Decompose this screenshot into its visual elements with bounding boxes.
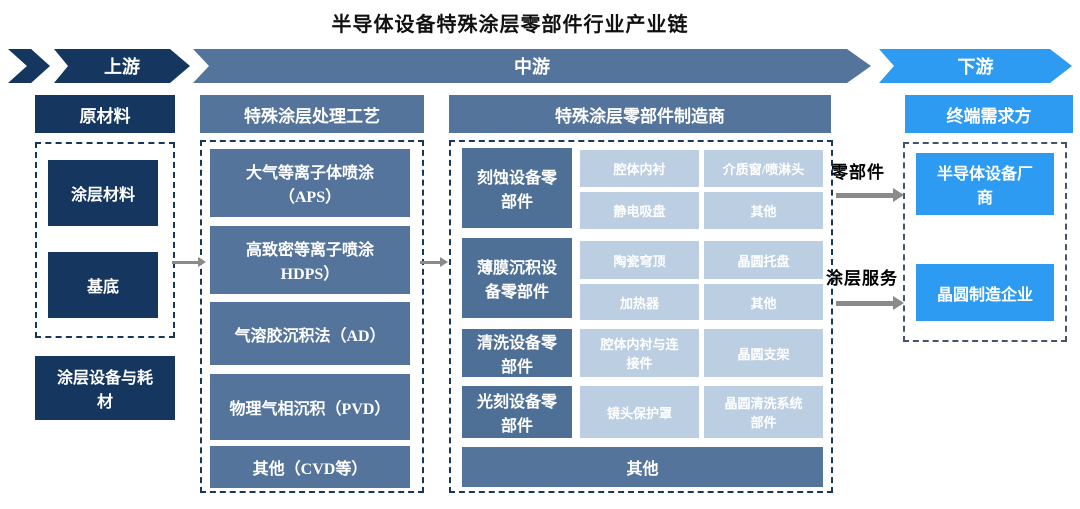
box-semiconductor-equipment-maker: 半导体设备厂 商	[916, 153, 1054, 215]
page-title: 半导体设备特殊涂层零部件行业产业链	[331, 14, 689, 36]
upstream-chevron-icon	[8, 49, 50, 83]
banner-upstream: 上游	[54, 49, 190, 83]
box-process-pvd: 物理气相沉积（PVD）	[210, 374, 410, 440]
box-manufacturers-other: 其他	[462, 447, 823, 487]
cell-wafer-tray: 晶圆托盘	[704, 241, 823, 279]
box-process-ad: 气溶胶沉积法（AD）	[210, 302, 410, 365]
arrow-right-icon	[836, 296, 904, 310]
banner-midstream: 中游	[193, 49, 871, 83]
flow-label-parts: 零部件	[831, 163, 885, 182]
box-coating-material: 涂层材料	[48, 160, 158, 226]
cell-chamber-liner-connector: 腔体内衬与连 接件	[580, 329, 699, 377]
cell-chamber-liner: 腔体内衬	[580, 150, 699, 187]
box-coating-equipment: 涂层设备与耗 材	[35, 356, 175, 420]
header-coating-process: 特殊涂层处理工艺	[200, 95, 424, 133]
cell-electrostatic-chuck: 静电吸盘	[580, 192, 699, 229]
box-process-hdps: 高致密等离子喷涂 HDPS）	[210, 226, 410, 294]
header-raw-materials: 原材料	[35, 95, 175, 133]
raw-materials-group-box	[35, 142, 175, 338]
category-etching-parts: 刻蚀设备零 部件	[462, 148, 572, 228]
cell-heater: 加热器	[580, 284, 699, 320]
box-process-aps: 大气等离子体喷涂 （APS）	[210, 149, 410, 217]
cell-wafer-clean-system: 晶圆清洗系统 部件	[704, 386, 823, 438]
box-process-other: 其他（CVD等）	[210, 446, 410, 488]
header-end-demand: 终端需求方	[905, 95, 1073, 133]
process-group-box	[200, 140, 424, 493]
cell-wafer-holder: 晶圆支架	[704, 329, 823, 377]
category-deposition-parts: 薄膜沉积设 备零部件	[462, 238, 572, 318]
cell-dielectric-window: 介质窗/喷淋头	[704, 150, 823, 187]
cell-ceramic-dome: 陶瓷穹顶	[580, 241, 699, 279]
header-parts-manufacturers: 特殊涂层零部件制造商	[449, 95, 831, 133]
cell-deposition-other: 其他	[704, 284, 823, 320]
arrow-right-icon	[836, 188, 904, 202]
category-cleaning-parts: 清洗设备零 部件	[462, 329, 572, 377]
manufacturers-group-box	[449, 140, 833, 493]
banner-downstream: 下游	[879, 49, 1072, 83]
cell-etching-other: 其他	[704, 192, 823, 229]
downstream-group-box	[903, 142, 1067, 342]
box-substrate: 基底	[48, 252, 158, 318]
arrow-right-icon	[172, 257, 206, 267]
cell-lens-cover: 镜头保护罩	[580, 386, 699, 438]
category-litho-parts: 光刻设备零 部件	[462, 386, 572, 438]
box-wafer-manufacturer: 晶圆制造企业	[916, 264, 1054, 321]
flow-label-coating-service: 涂层服务	[826, 269, 898, 288]
arrow-right-icon	[420, 257, 448, 267]
